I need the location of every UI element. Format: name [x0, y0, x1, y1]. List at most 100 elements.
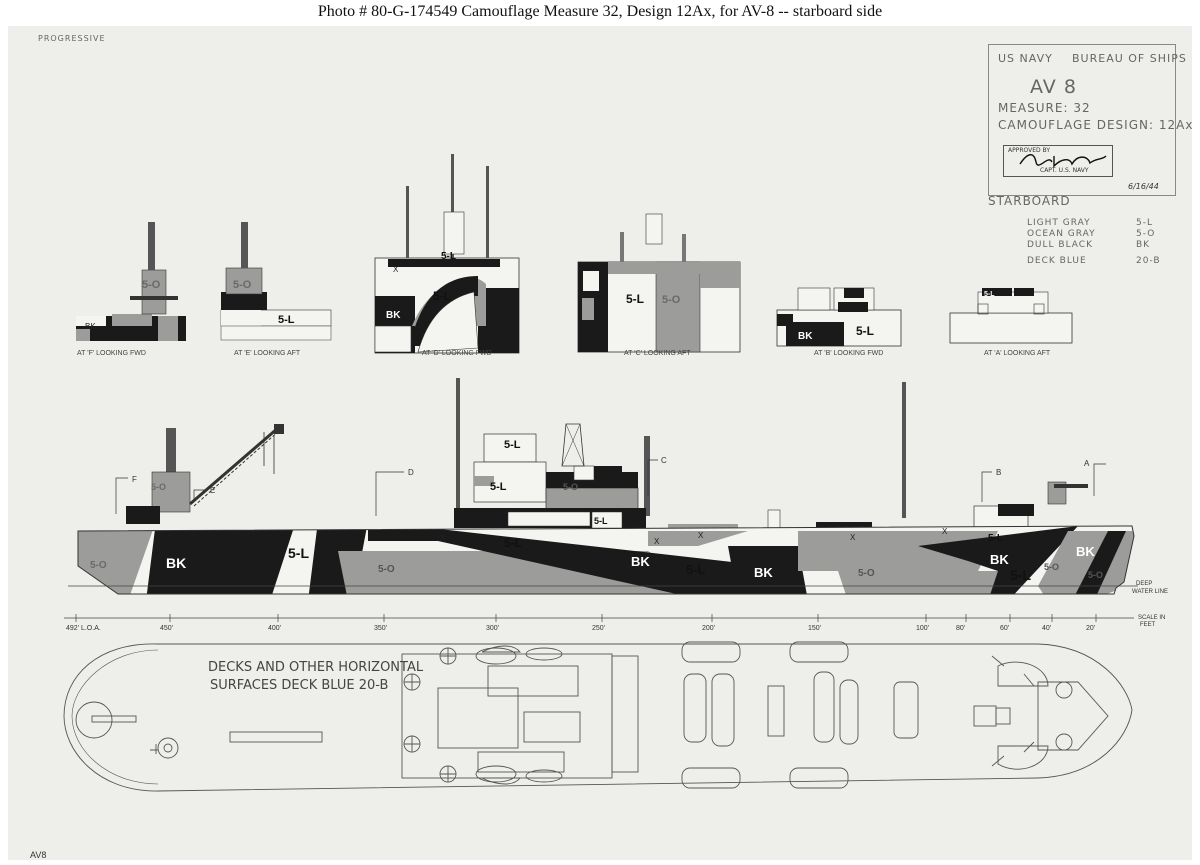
legend-code-1: 5-O: [1136, 229, 1156, 239]
x-mark-1: X: [654, 537, 660, 546]
bottom-note: AV8: [30, 850, 46, 860]
section-f-mark-b: 5-O: [142, 279, 161, 291]
section-label-c: AT 'C' LOOKING AFT: [624, 350, 691, 357]
profile-mark-4: 5-O: [378, 564, 395, 575]
x-mark-4: X: [942, 527, 948, 536]
section-e-mark-a: 5-O: [233, 279, 252, 291]
scale-title-1: SCALE IN: [1138, 615, 1165, 621]
signer-title: CAPT. U.S. NAVY: [1040, 167, 1089, 174]
profile-mark-17: 5-O: [1044, 562, 1059, 572]
section-d-mark-b: 5-L: [433, 289, 451, 303]
profile-mark-14: 5-L: [988, 533, 1003, 544]
scale-ticks: 492' L.O.A. 450' 400' 350' 300' 250' 200' 150' 1…: [66, 614, 1097, 632]
section-view-a: [949, 288, 1073, 344]
approved-label: APPROVED BY: [1008, 147, 1051, 154]
section-d-mark-a: 5-L: [441, 251, 456, 262]
profile-mark-18: BK: [1076, 544, 1095, 559]
profile-mark-6: 5-L: [490, 481, 507, 493]
ship-profile: [126, 378, 1088, 530]
section-label-f: AT 'F' LOOKING FWD: [77, 350, 146, 357]
profile-mark-3: 5-L: [288, 545, 309, 561]
section-d-mark-c: BK: [386, 310, 401, 321]
title-measure: MEASURE: 32: [998, 101, 1091, 115]
section-c-mark-b: 5-O: [662, 294, 681, 306]
section-view-d: [374, 154, 520, 354]
scale-tick-label: 40': [1042, 625, 1051, 632]
plan-note-line-1: DECKS AND OTHER HORIZONTAL: [208, 660, 424, 675]
section-e-mark-b: 5-L: [278, 314, 295, 326]
legend-name-1: OCEAN GRAY: [1027, 229, 1096, 239]
waterline-label-2: WATER LINE: [1132, 589, 1168, 595]
scale-tick-label: 350': [374, 625, 387, 632]
hull-outline: [77, 525, 1135, 595]
section-b-mark-b: 5-L: [856, 324, 874, 338]
section-label-e: AT 'E' LOOKING AFT: [234, 350, 301, 357]
section-label-d: AT 'D' LOOKING FWD: [422, 350, 492, 357]
profile-mark-12: BK: [754, 565, 773, 580]
scale-tick-label: 300': [486, 625, 499, 632]
station-label-f: F: [132, 475, 137, 484]
section-f-mark-a: BK: [85, 322, 96, 331]
section-view-f: [76, 222, 186, 341]
profile-mark-9: 5-L: [594, 516, 608, 526]
profile-mark-11: 5-L: [686, 562, 706, 577]
x-mark-2: X: [698, 531, 704, 540]
scale-tick-label: 150': [808, 625, 821, 632]
station-label-a: A: [1084, 459, 1090, 468]
waterline-label-1: DEEP: [1136, 581, 1152, 587]
plan-note-line-2: SURFACES DECK BLUE 20-B: [210, 678, 388, 693]
profile-mark-0: 5-O: [151, 482, 166, 492]
section-b-mark-a: BK: [798, 331, 813, 342]
profile-mark-1: 5-O: [90, 560, 107, 571]
scale-tick-label: 400': [268, 625, 281, 632]
legend-code-0: 5-L: [1136, 218, 1153, 228]
scale-tick-label: 60': [1000, 625, 1009, 632]
signature: [1019, 154, 1107, 168]
hull-camouflage: [78, 526, 1134, 594]
title-org: US NAVY: [998, 52, 1053, 65]
profile-mark-5: 5-L: [504, 439, 521, 451]
profile-mark-7: 5-L: [504, 536, 522, 550]
station-label-c: C: [661, 456, 667, 465]
profile-mark-15: BK: [990, 552, 1009, 567]
scale-tick-label: 250': [592, 625, 605, 632]
title-design: CAMOUFLAGE DESIGN: 12Ax: [998, 118, 1194, 132]
scale-title-2: FEET: [1140, 622, 1156, 628]
corner-note: PROGRESSIVE: [38, 34, 106, 43]
scale-tick-label: 492' L.O.A.: [66, 625, 101, 632]
section-a-mark-a: 5-L: [984, 291, 995, 298]
x-mark-0: X: [440, 533, 446, 542]
title-bureau: BUREAU OF SHIPS: [1072, 52, 1187, 65]
section-view-b: [776, 287, 902, 347]
section-view-c: [577, 213, 741, 353]
section-label-b: AT 'B' LOOKING FWD: [814, 350, 883, 357]
scale-tick-label: 80': [956, 625, 965, 632]
section-label-a: AT 'A' LOOKING AFT: [984, 350, 1051, 357]
section-d-mark-x: X: [393, 265, 399, 274]
profile-mark-16: 5-L: [1010, 567, 1031, 583]
station-label-b: B: [996, 468, 1001, 477]
scale-tick-label: 200': [702, 625, 715, 632]
title-block: [988, 44, 1176, 196]
camouflage-drawing: BK 5-O 5-O 5-L 5-L 5-L BK X: [30, 154, 1168, 860]
station-label-d: D: [408, 468, 414, 477]
section-view-e: [220, 222, 332, 341]
title-ship: AV 8: [1030, 76, 1077, 98]
station-label-e: E: [210, 486, 215, 495]
profile-mark-2: BK: [166, 555, 186, 571]
scale-tick-label: 100': [916, 625, 929, 632]
profile-mark-10: BK: [631, 554, 650, 569]
profile-mark-13: 5-O: [858, 568, 875, 579]
x-mark-3: X: [850, 533, 856, 542]
photo-caption: Photo # 80-G-174549 Camouflage Measure 3…: [317, 3, 883, 20]
station-markers: [115, 459, 1106, 516]
profile-mark-19: 5-O: [1088, 570, 1103, 580]
title-date: 6/16/44: [1128, 182, 1159, 191]
side-label: STARBOARD: [988, 194, 1071, 208]
scale-tick-label: 450': [160, 625, 173, 632]
legend-code-2: BK: [1136, 240, 1151, 250]
scale-tick-label: 20': [1086, 625, 1095, 632]
drawing-sheet: [8, 26, 1192, 860]
approval-stamp: [1003, 145, 1113, 177]
section-c-mark-a: 5-L: [626, 292, 644, 306]
